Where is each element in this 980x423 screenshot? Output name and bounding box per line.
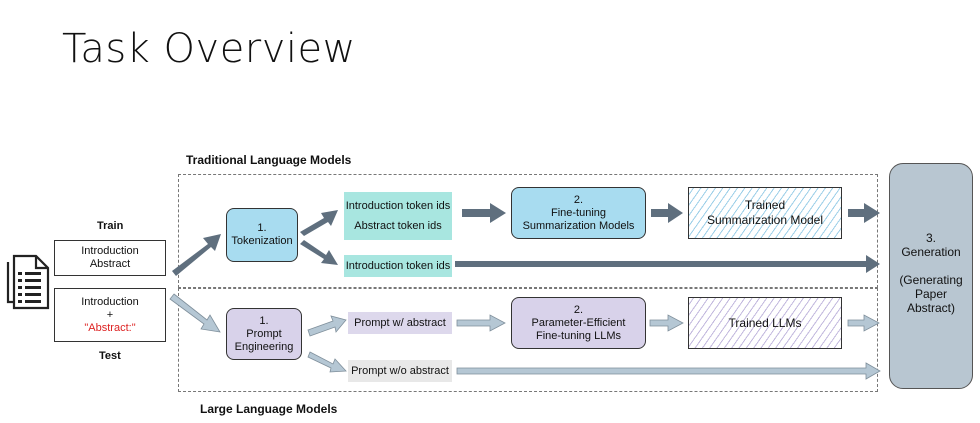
peft-box: 2. Parameter-Efficient Fine-tuning LLMs bbox=[511, 297, 646, 349]
arrow-input-to-prompt-engineering bbox=[169, 293, 221, 333]
test-label: Test bbox=[99, 350, 121, 362]
dark-arrows bbox=[172, 203, 880, 276]
arrow-ids-to-finetuning bbox=[462, 203, 506, 223]
large-models-label: Large Language Models bbox=[200, 402, 338, 416]
train-label: Train bbox=[97, 220, 124, 232]
arrow-tokenization-to-test-ids bbox=[300, 240, 338, 265]
trained-summarization-box: Trained Summarization Model bbox=[688, 187, 842, 239]
page-title: Task Overview bbox=[62, 26, 356, 72]
document-icon bbox=[6, 254, 50, 310]
finetuning-step: 2. bbox=[573, 193, 584, 206]
test-input-line-1: Introduction bbox=[81, 295, 139, 308]
test-token-ids-box: Introduction token ids bbox=[344, 255, 452, 277]
generation-desc-1: (Generating bbox=[899, 273, 963, 287]
prompt-eng-line-1: Prompt bbox=[246, 327, 282, 340]
generation-desc-2: Paper bbox=[914, 287, 948, 301]
arrow-tokenization-to-ids bbox=[300, 210, 338, 236]
prompt-eng-line-2: Engineering bbox=[234, 340, 294, 353]
test-input-line-2: + bbox=[106, 308, 114, 321]
finetuning-line-1: Fine-tuning bbox=[550, 206, 607, 219]
arrow-with-to-peft bbox=[456, 314, 506, 332]
trained-llms-box: Trained LLMs bbox=[688, 297, 842, 349]
tokenization-step: 1. bbox=[257, 222, 267, 234]
trained-summ-line-2: Summarization Model bbox=[706, 213, 824, 227]
arrow-trained-to-generation bbox=[848, 203, 880, 223]
generation-label: Generation bbox=[901, 245, 961, 259]
arrow-peft-to-trained bbox=[649, 314, 684, 332]
arrow-without-to-generation bbox=[456, 362, 881, 380]
arrow-prompt-eng-to-with bbox=[307, 315, 347, 337]
prompt-with-abstract-box: Prompt w/ abstract bbox=[348, 312, 452, 334]
arrow-trained-llms-to-generation bbox=[847, 314, 880, 332]
peft-line-2: Fine-tuning LLMs bbox=[536, 329, 621, 342]
train-input-line-1: Introduction bbox=[81, 245, 139, 257]
prompt-without-abstract-box: Prompt w/o abstract bbox=[348, 360, 452, 382]
arrow-test-ids-to-generation bbox=[455, 255, 880, 273]
light-arrows bbox=[169, 293, 881, 380]
traditional-models-region bbox=[178, 174, 878, 288]
trained-summ-line-1: Trained bbox=[744, 198, 786, 212]
train-input-line-2: Abstract bbox=[89, 258, 131, 270]
peft-step: 2. bbox=[573, 303, 584, 316]
test-input-line-3: "Abstract:" bbox=[84, 321, 136, 334]
train-input-box: Introduction Abstract bbox=[54, 240, 166, 276]
arrow-input-to-tokenization bbox=[172, 234, 221, 276]
tokenization-box: 1. Tokenization bbox=[226, 208, 298, 262]
finetuning-line-2: Summarization Models bbox=[522, 219, 635, 232]
generation-step: 3. bbox=[925, 231, 936, 245]
peft-line-1: Parameter-Efficient bbox=[531, 316, 626, 329]
prompt-engineering-box: 1. Prompt Engineering bbox=[226, 308, 302, 360]
generation-desc-3: Abstract) bbox=[906, 301, 955, 315]
prompt-eng-step: 1. bbox=[259, 314, 269, 327]
tokenization-label: Tokenization bbox=[231, 235, 293, 247]
test-input-box: Introduction + "Abstract:" bbox=[54, 288, 166, 342]
train-token-ids-box: Introduction token ids Abstract token id… bbox=[344, 192, 452, 240]
traditional-models-label: Traditional Language Models bbox=[186, 153, 352, 167]
generation-box: 3. Generation (Generating Paper Abstract… bbox=[889, 163, 973, 389]
arrow-finetuning-to-trained bbox=[651, 203, 683, 223]
finetuning-box: 2. Fine-tuning Summarization Models bbox=[511, 187, 646, 239]
abstract-token-ids-label: Abstract token ids bbox=[354, 219, 442, 232]
intro-token-ids-label: Introduction token ids bbox=[345, 199, 451, 212]
arrow-prompt-eng-to-without bbox=[307, 351, 347, 373]
large-models-region bbox=[178, 288, 878, 392]
